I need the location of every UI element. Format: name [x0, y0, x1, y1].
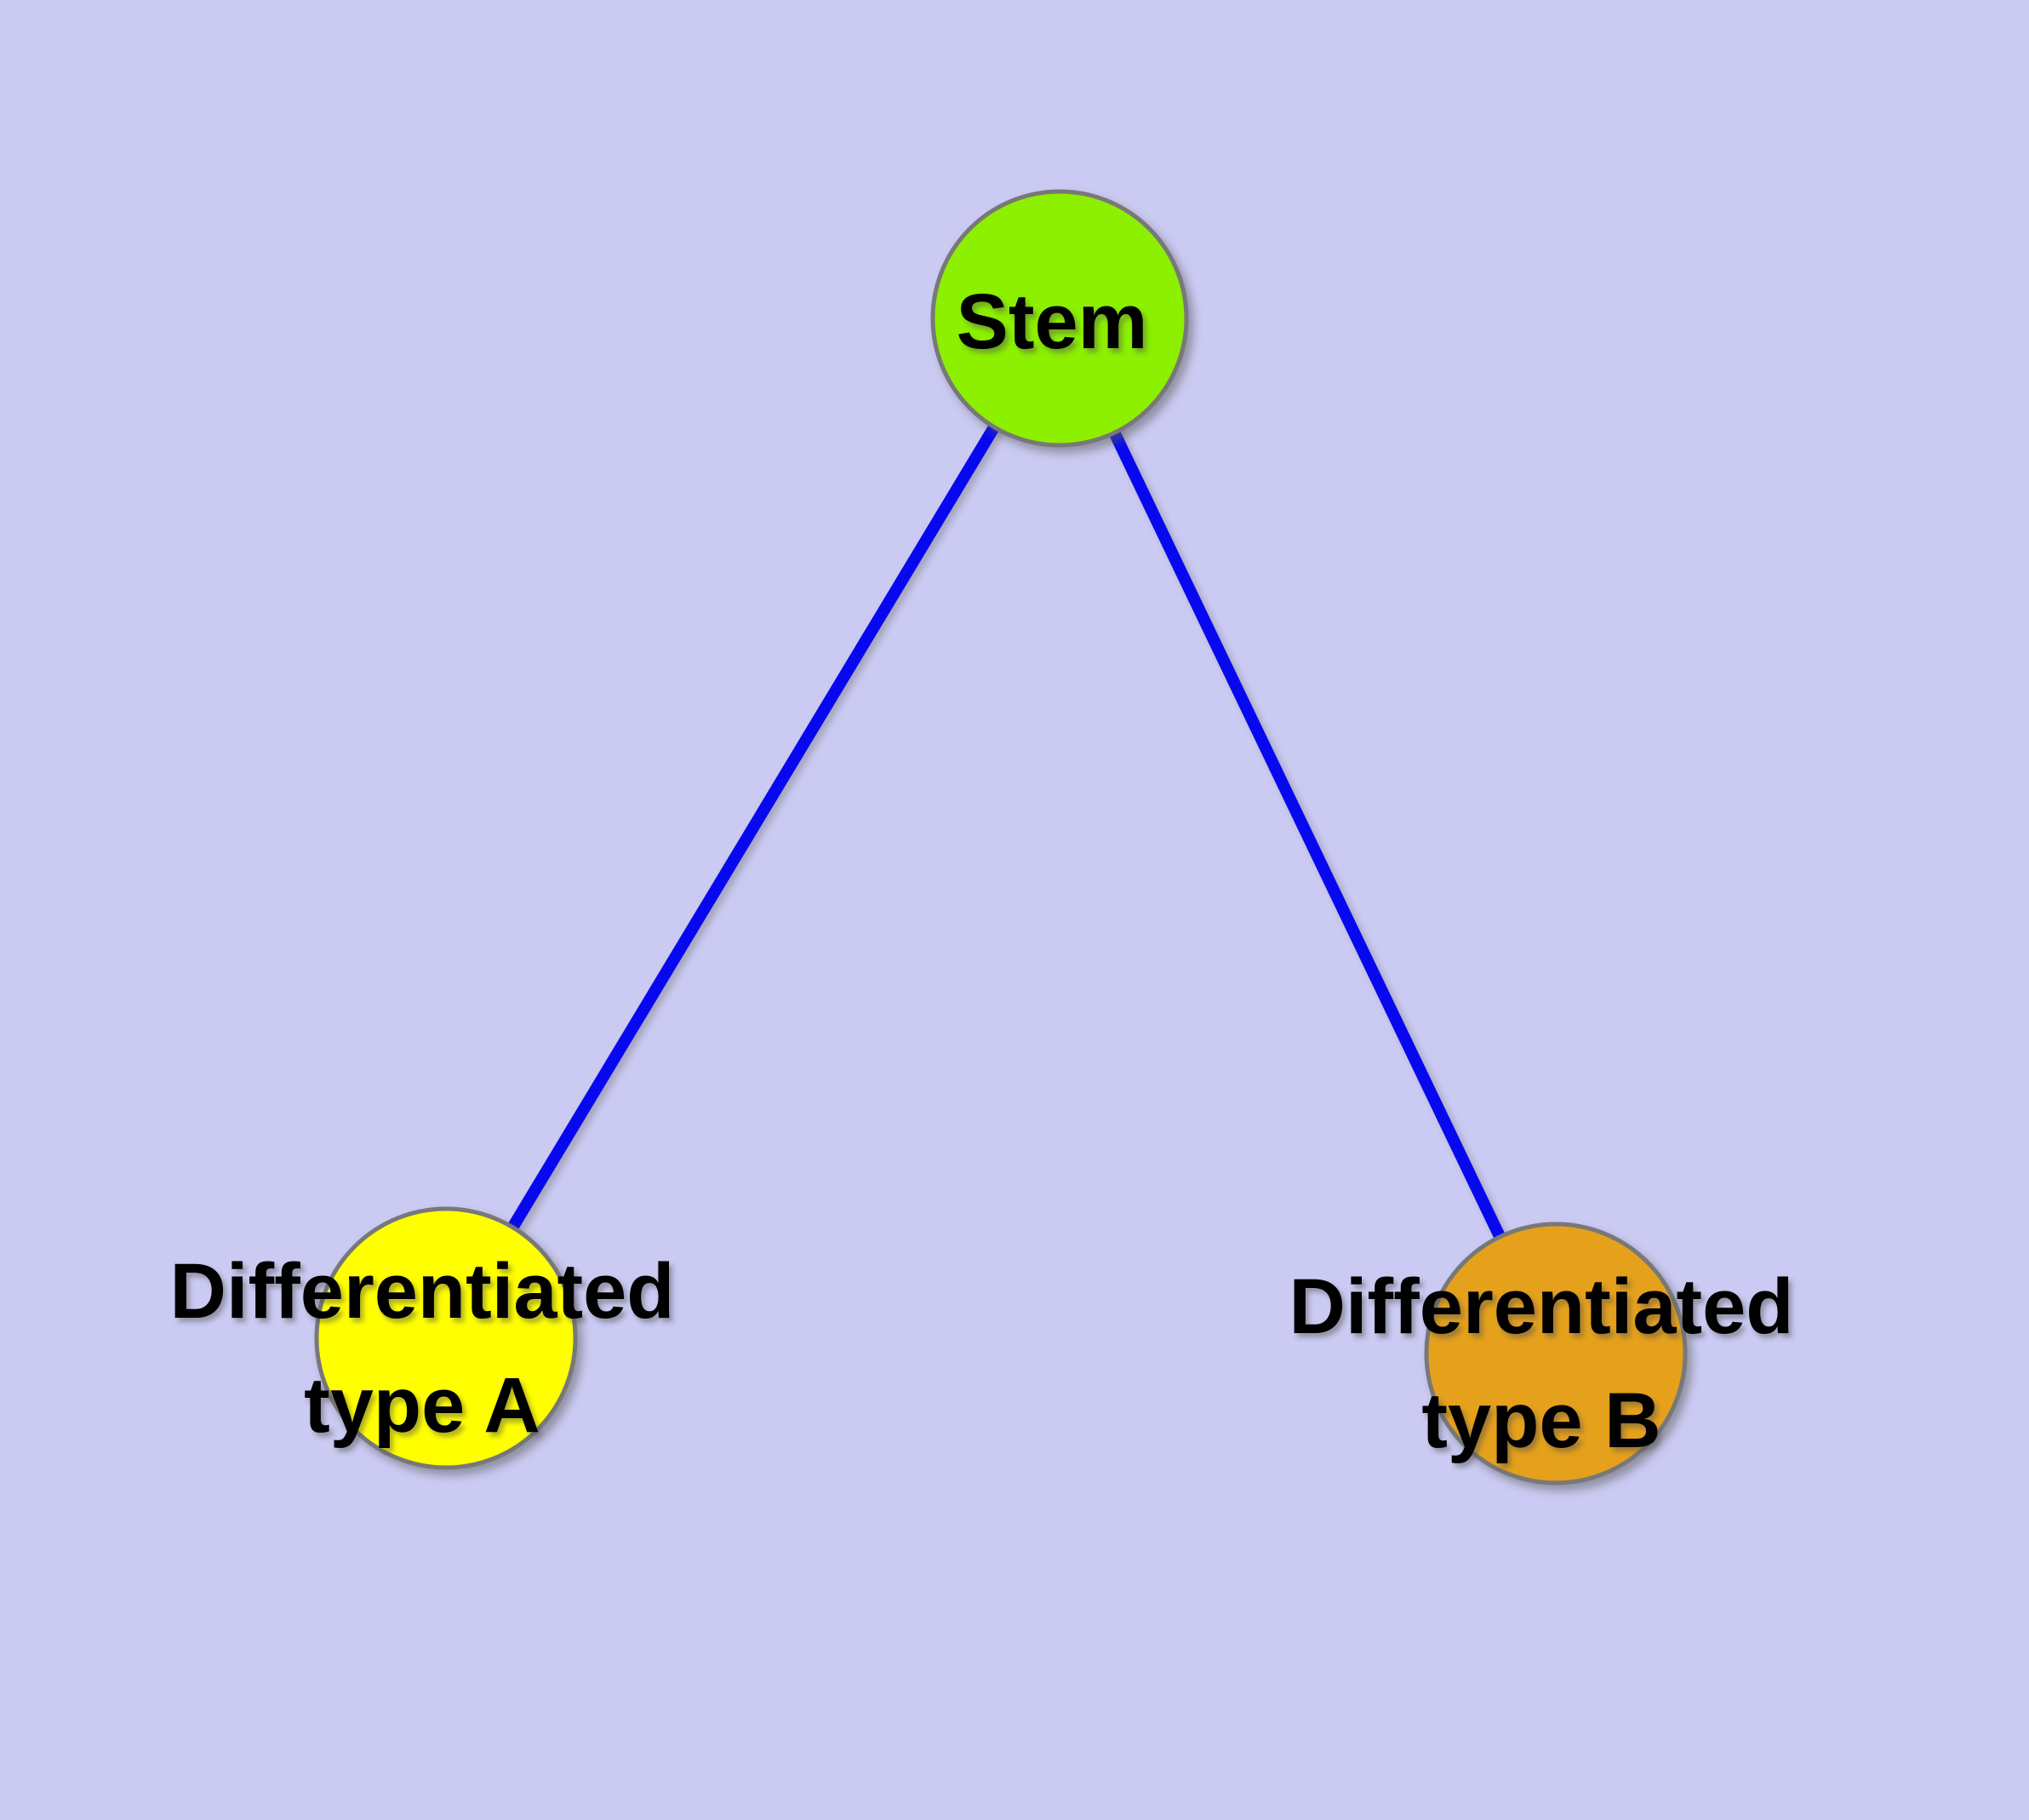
node-differentiated-type-b: [1424, 1222, 1688, 1485]
node-differentiated-type-a: [314, 1206, 578, 1470]
edge-stem-to-type-b: [1054, 315, 1562, 1357]
edge-stem-to-type-a: [441, 315, 1065, 1342]
node-stem: [930, 189, 1189, 448]
